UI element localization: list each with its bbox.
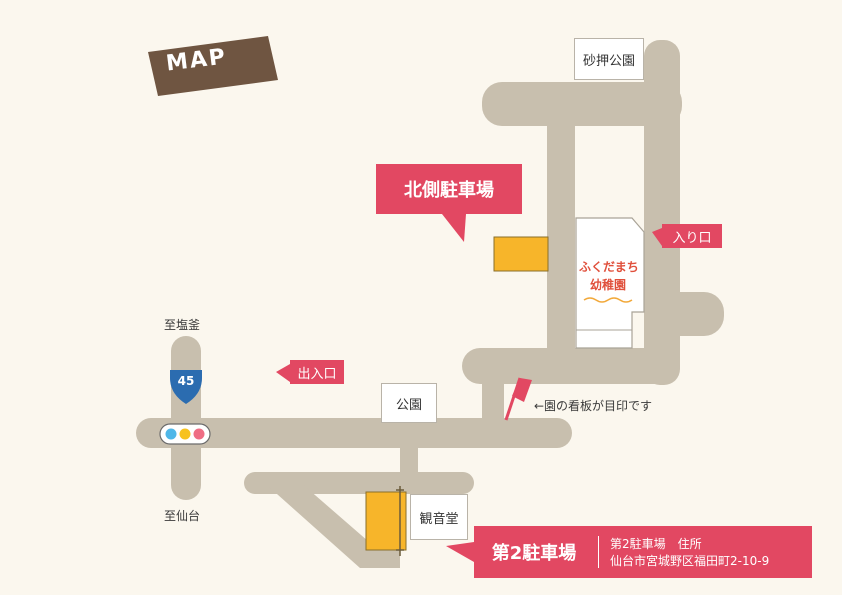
direction-north-label: 至塩釜	[164, 318, 201, 332]
kindergarten-building	[575, 217, 645, 349]
tag-tail-entrance	[652, 228, 662, 246]
park-label: 公園	[381, 383, 437, 423]
road	[400, 440, 418, 480]
road	[482, 348, 504, 428]
route-shield-icon	[170, 370, 202, 404]
kindergarten-name-line2: 幼稚園	[590, 278, 627, 292]
entrance-tag: 入り口	[662, 224, 722, 248]
route-number: 45	[177, 374, 195, 388]
road	[136, 418, 572, 448]
address-divider	[598, 536, 599, 568]
sunao-park-label: 砂押公園	[574, 38, 644, 80]
address-panel: 第2駐車場 住所 仙台市宮城野区福田町2-10-9	[594, 526, 812, 578]
traffic-light-icon	[159, 423, 211, 445]
exit-entrance-tag: 出入口	[290, 360, 344, 384]
kindergarten-name-line1: ふくだまち	[579, 260, 639, 274]
road	[482, 82, 682, 126]
road	[171, 336, 201, 500]
title-ribbon	[148, 36, 278, 96]
flag-cloth	[512, 378, 532, 402]
callout-tail-north	[442, 214, 466, 242]
callout-tail-second	[446, 542, 474, 562]
road	[547, 82, 575, 382]
north-parking-lot	[493, 236, 549, 272]
address-line1: 第2駐車場 住所	[610, 537, 702, 551]
traffic-light-blue	[165, 428, 177, 440]
kindergarten-wave	[583, 297, 633, 303]
address-line2: 仙台市宮城野区福田町2-10-9	[610, 554, 770, 568]
kindergarten-outline	[575, 217, 645, 349]
second-parking-callout: 第2駐車場	[474, 526, 594, 578]
tag-tail-exit	[276, 364, 290, 382]
road	[644, 292, 724, 336]
traffic-light-red	[193, 428, 205, 440]
flag-icon	[504, 377, 532, 421]
road	[462, 348, 680, 384]
route-shield	[170, 370, 202, 404]
north-parking-callout: 北側駐車場	[376, 164, 522, 214]
sign-note: ←園の看板が目印です	[534, 399, 653, 413]
traffic-light-yellow	[179, 428, 191, 440]
kannondo-label: 観音堂	[410, 494, 468, 540]
direction-south-label: 至仙台	[164, 509, 201, 523]
